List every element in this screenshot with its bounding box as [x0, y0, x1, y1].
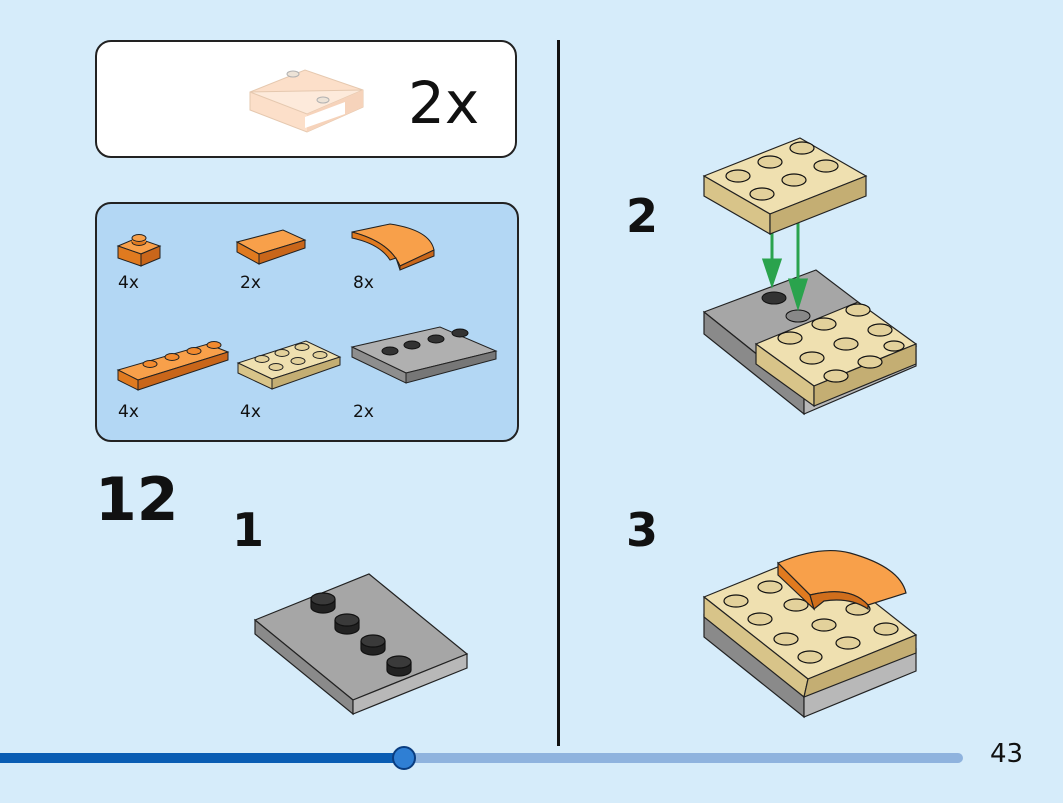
main-step-number: 12: [95, 465, 179, 535]
tan-plate-2x3-icon: [236, 340, 342, 390]
sub-step-number-2: 2: [626, 189, 659, 243]
part-count: 4x: [240, 402, 261, 422]
part-count: 8x: [353, 273, 374, 293]
multiplier-label: 2x: [408, 69, 480, 137]
orange-tile-icon: [235, 229, 307, 265]
callout-box: [95, 40, 517, 158]
step1-gray-plate-illustration: [253, 573, 469, 716]
part-count: 2x: [353, 402, 374, 422]
part-count: 4x: [118, 273, 139, 293]
sub-step-number-3: 3: [626, 503, 659, 557]
orange-plate-1x4-icon: [116, 341, 230, 391]
column-divider: [557, 40, 560, 746]
progress-knob: [392, 746, 416, 770]
part-count: 4x: [118, 402, 139, 422]
step3-assembly-illustration: [702, 549, 918, 719]
subassembly-preview-icon: [249, 69, 364, 133]
progress-track: [0, 753, 963, 763]
orange-curved-slope-icon: [351, 223, 435, 271]
progress-fill: [0, 753, 404, 763]
gray-plate-3x4-icon: [350, 326, 498, 384]
sub-step-number-1: 1: [232, 503, 265, 557]
page-number: 43: [990, 739, 1024, 769]
step2-assembly-illustration: [702, 137, 918, 416]
parts-list-box: [95, 202, 519, 442]
orange-round-plate-icon: [116, 234, 162, 267]
part-count: 2x: [240, 273, 261, 293]
